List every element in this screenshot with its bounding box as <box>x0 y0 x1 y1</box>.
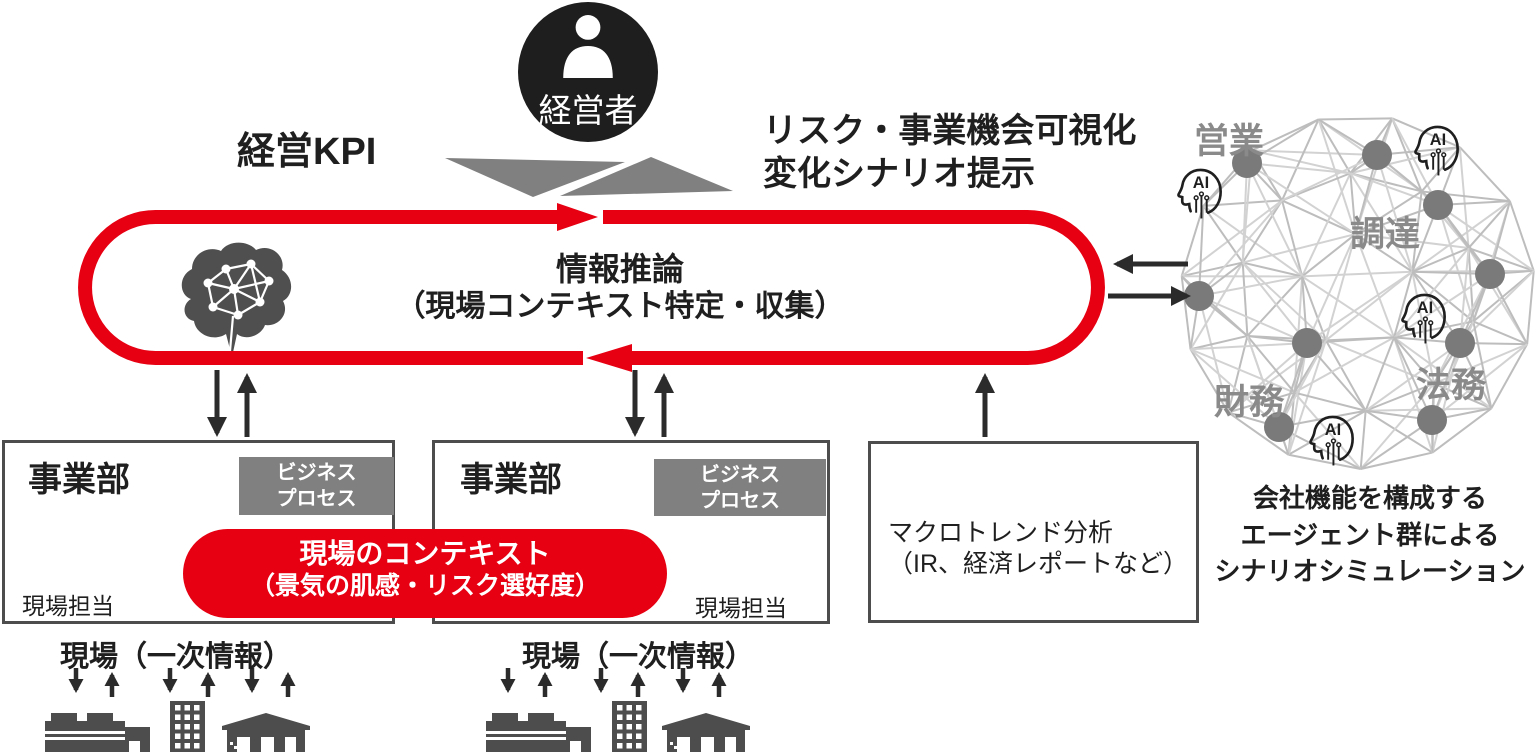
risk-visualization-label: リスク・事業機会可視化 変化シナリオ提示 <box>763 110 1136 196</box>
sphere-label-legal: 法務 <box>1416 366 1487 405</box>
caption-line2: エージェント群による <box>1240 519 1500 550</box>
site1-label: 現場（一次情報） <box>60 641 293 673</box>
loop-subtitle: （現場コンテキスト特定・収集） <box>395 290 845 323</box>
loop-arrowhead-right <box>557 203 598 231</box>
warehouse-icon <box>662 713 750 752</box>
feedback-up-triangle <box>560 157 733 196</box>
context-line1: 現場のコンテキスト <box>299 538 551 569</box>
sphere-label-finance: 財務 <box>1214 383 1285 422</box>
sphere-caption: 会社機能を構成する エージェント群による シナリオシミュレーション <box>1200 480 1535 590</box>
process1-line2: プロセス <box>276 488 357 510</box>
warehouse-icon <box>222 713 310 752</box>
risk-line2: 変化シナリオ提示 <box>763 155 1035 193</box>
flow-arrows <box>207 254 1191 437</box>
office-building-icon <box>170 701 205 752</box>
division2-title: 事業部 <box>460 461 562 499</box>
macro-trend-box <box>868 441 1199 623</box>
macro-trend-label: マクロトレンド分析 （IR、経済レポートなど） <box>888 518 1188 580</box>
context-line2: （景気の肌感・リスク選好度） <box>249 572 600 600</box>
macro-line2: （IR、経済レポートなど） <box>888 550 1189 578</box>
sphere-label-procurement: 調達 <box>1350 215 1421 254</box>
executive-label: 経営者 <box>538 92 638 129</box>
inference-loop-label: 情報推論 （現場コンテキスト特定・収集） <box>370 250 870 326</box>
business-process-box-2: ビジネス プロセス <box>654 459 826 516</box>
kpi-label: 経営KPI <box>237 131 377 173</box>
sphere-label-sales: 営業 <box>1194 122 1265 161</box>
agent-network-nodes <box>1184 140 1505 442</box>
office-building-icon <box>612 701 647 752</box>
site-exchange-arrows <box>68 668 727 697</box>
caption-line3: シナリオシミュレーション <box>1214 556 1526 586</box>
loop-title: 情報推論 <box>555 251 684 287</box>
person-icon <box>557 14 619 78</box>
staff2-label: 現場担当 <box>695 595 787 621</box>
factory-icon <box>486 713 591 752</box>
division1-title: 事業部 <box>28 461 130 499</box>
macro-line1: マクロトレンド分析 <box>888 519 1114 547</box>
risk-line1: リスク・事業機会可視化 <box>763 112 1137 150</box>
site2-label: 現場（一次情報） <box>522 641 755 673</box>
process2-line1: ビジネス <box>700 464 780 486</box>
factory-icon <box>45 713 150 752</box>
executive-badge: 経営者 <box>518 2 658 142</box>
kpi-exchange-triangles <box>445 157 733 197</box>
ai-head-icon <box>1309 415 1354 467</box>
brain-network-icon <box>181 242 292 357</box>
business-process-box-1: ビジネス プロセス <box>239 457 394 515</box>
caption-line1: 会社機能を構成する <box>1252 483 1487 513</box>
process1-line1: ビジネス <box>276 462 357 484</box>
process2-line2: プロセス <box>700 490 780 512</box>
field-context-pill: 現場のコンテキスト （景気の肌感・リスク選好度） <box>183 529 667 618</box>
loop-arrowhead-left <box>586 344 632 372</box>
staff1-label: 現場担当 <box>22 593 114 619</box>
kpi-down-triangle <box>445 158 625 197</box>
inference-loop-ring <box>78 203 1105 372</box>
